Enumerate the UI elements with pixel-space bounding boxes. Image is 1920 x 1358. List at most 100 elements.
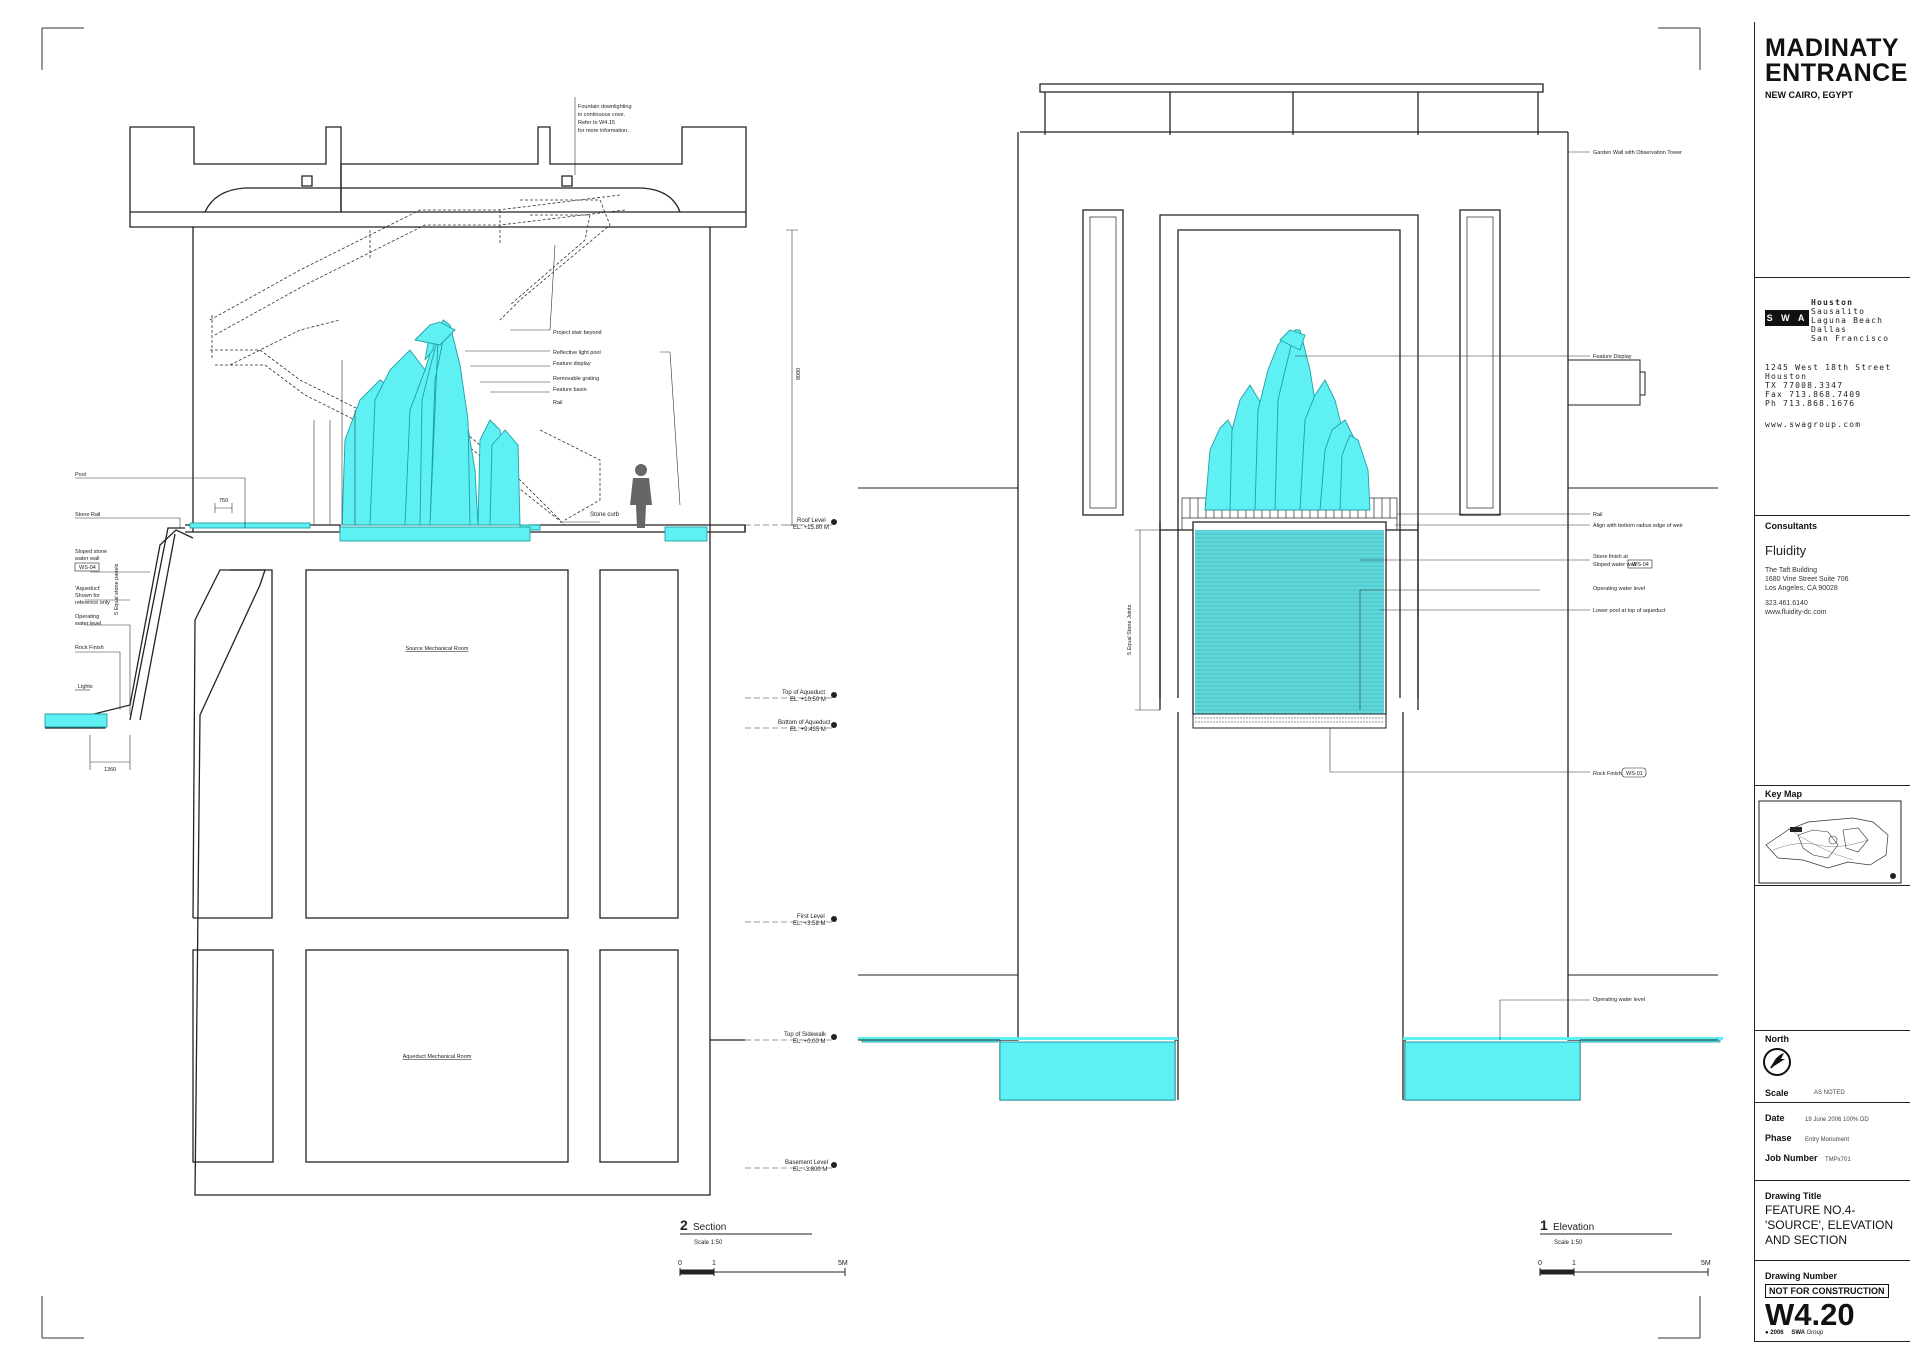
- section-text: Fountain downlighting in continuous cove…: [74, 104, 802, 1060]
- level-basement: Basement Level: [785, 1160, 828, 1166]
- label-aqueduct: 'Aqueduct': [75, 586, 100, 592]
- elev-label-feature: Feature Display: [1593, 354, 1632, 360]
- project-location: NEW CAIRO, EGYPT: [1765, 90, 1854, 100]
- title-block-frame: [1754, 22, 1910, 1342]
- section-stairs: [209, 194, 626, 526]
- svg-text:EL: -3.800 M: EL: -3.800 M: [793, 1167, 827, 1173]
- elev-tag-ws01: WS-01: [1626, 771, 1643, 777]
- svg-text:EL: +15.80 M: EL: +15.80 M: [793, 525, 829, 531]
- svg-text:Sloped water wall: Sloped water wall: [1593, 562, 1636, 568]
- date-value: 19 June 2006 100% DD: [1805, 1117, 1869, 1123]
- project-block: MADINATY ENTRANCE NEW CAIRO, EGYPT: [1754, 22, 1910, 277]
- svg-text:water level: water level: [74, 621, 101, 627]
- key-map-image: [1758, 800, 1902, 884]
- consultant-website[interactable]: www.fluidity-dc.com: [1765, 609, 1827, 616]
- elevation-ground: [858, 359, 1718, 1041]
- drawing-title-text: FEATURE NO.4- 'SOURCE', ELEVATION AND SE…: [1765, 1203, 1894, 1247]
- drawing-number-block: Drawing Number NOT FOR CONSTRUCTION W4.2…: [1754, 1260, 1910, 1342]
- key-map-block: Key Map: [1754, 785, 1910, 885]
- svg-text:Refer to W4.15: Refer to W4.15: [578, 120, 615, 126]
- level-sidewalk: Top of Sidewalk: [784, 1032, 827, 1038]
- revision-block: [1754, 885, 1910, 1030]
- svg-text:1: 1: [712, 1260, 716, 1267]
- drawing-number-heading: Drawing Number: [1765, 1271, 1838, 1281]
- project-title-line2: ENTRANCE: [1765, 59, 1908, 87]
- section-levels: Roof Level EL: +15.80 M Top of Aqueduct …: [778, 518, 831, 1173]
- firm-address: 1245 West 18th Street Houston TX 77008.3…: [1765, 363, 1892, 408]
- label-pool-light: Reflective light pool: [553, 350, 601, 356]
- section-title-text: Section: [693, 1222, 726, 1233]
- drawing-number: W4.20: [1765, 1297, 1855, 1332]
- drawing-title-heading: Drawing Title: [1765, 1191, 1822, 1201]
- label-basin: Feature basin: [553, 387, 587, 393]
- svg-text:in continuous cove.: in continuous cove.: [578, 112, 626, 118]
- label-dim-750: 750: [219, 498, 228, 504]
- label-dim-1360: 1360: [104, 767, 116, 773]
- level-first: First Level: [797, 914, 825, 920]
- project-title-line1: MADINATY: [1765, 34, 1900, 62]
- firm-offices: Houston Sausalito Laguna Beach Dallas Sa…: [1811, 298, 1890, 343]
- elev-label-align: Align with bottom radius edge of weir: [1593, 523, 1683, 529]
- svg-text:Shown for: Shown for: [75, 593, 100, 599]
- firm-website[interactable]: www.swagroup.com: [1765, 420, 1862, 429]
- job-label: Job Number: [1765, 1153, 1818, 1163]
- svg-text:for more information.: for more information.: [578, 128, 629, 134]
- section-leaders: [75, 97, 681, 715]
- label-rock: Rock Finish: [75, 645, 104, 651]
- label-dim-height: 8000: [796, 368, 802, 380]
- consultants-block: Consultants Fluidity The Taft Building 1…: [1754, 515, 1910, 785]
- scale-label: Scale: [1765, 1088, 1789, 1098]
- phase-label: Phase: [1765, 1133, 1792, 1143]
- crop-marks: [41, 27, 1701, 1339]
- label-downlight: Fountain downlighting: [578, 104, 632, 110]
- section-number: 2: [680, 1217, 688, 1233]
- section-level-lines: [745, 524, 835, 1169]
- copyright-icon: ●: [1765, 1330, 1769, 1336]
- not-for-construction-stamp: NOT FOR CONSTRUCTION: [1765, 1284, 1889, 1298]
- label-sloped: Sloped stone: [75, 549, 107, 555]
- drawing-title-block: Drawing Title FEATURE NO.4- 'SOURCE', EL…: [1754, 1180, 1910, 1260]
- north-heading: North: [1765, 1034, 1789, 1044]
- label-operating: Operating: [75, 614, 99, 620]
- room-aqueduct: Aqueduct Mechanical Room: [403, 1054, 472, 1060]
- key-map-heading: Key Map: [1765, 789, 1803, 799]
- elevation-title-text: Elevation: [1553, 1222, 1594, 1233]
- elevation-leaders: [1135, 151, 1590, 1040]
- consultant-address: The Taft Building 1680 Vine Street Suite…: [1765, 567, 1849, 592]
- level-top-aqueduct: Top of Aqueduct: [782, 690, 825, 696]
- elev-label-equal: 5 Equal Stone Joints: [1127, 604, 1133, 655]
- phase-value: Entry Monument: [1805, 1137, 1850, 1143]
- elevation-fountain: [858, 329, 1723, 1101]
- label-stone-curb: Stone curb: [590, 512, 620, 518]
- section-fountain: [44, 319, 708, 728]
- svg-text:EL: +9.435 M: EL: +9.435 M: [790, 727, 826, 733]
- elevation-scalebar: [1539, 1233, 1709, 1276]
- elevation-scale: Scale 1:50: [1554, 1240, 1583, 1246]
- section-scale: Scale 1:50: [694, 1240, 723, 1246]
- svg-text:0: 0: [678, 1260, 682, 1267]
- label-equal-stone: 5 Equal stone panels: [114, 563, 120, 615]
- date-label: Date: [1765, 1113, 1785, 1123]
- svg-text:EL: +3.58 M: EL: +3.58 M: [793, 921, 826, 927]
- section-dims: [89, 229, 798, 770]
- elev-label-rail: Rail: [1593, 512, 1602, 518]
- label-grating: Removable grating: [553, 376, 599, 382]
- label-stair: Project stair beyond: [553, 330, 602, 336]
- section-scalebar: [679, 1233, 846, 1276]
- swa-logo: S W A: [1765, 310, 1809, 326]
- consultants-heading: Consultants: [1765, 521, 1818, 531]
- room-source: Source Mechanical Room: [406, 646, 469, 652]
- elev-label-lower-pool: Lower pool at top of aqueduct: [1593, 608, 1666, 614]
- svg-text:EL: +0.00 M: EL: +0.00 M: [793, 1039, 826, 1045]
- elevation-text: Garden Wall with Observation Tower Featu…: [1127, 150, 1683, 1003]
- label-feature: Feature display: [553, 361, 591, 367]
- level-bottom-aqueduct: Bottom of Aqueduct: [778, 720, 831, 726]
- elevation-title: 1 Elevation Scale 1:50 0 1 5M: [1538, 1217, 1711, 1267]
- elevation-number: 1: [1540, 1217, 1548, 1233]
- scale-value: AS NOTED: [1814, 1090, 1845, 1096]
- job-value: TMPx701: [1825, 1157, 1851, 1163]
- svg-text:5M: 5M: [838, 1260, 848, 1267]
- consultant-name: Fluidity: [1765, 543, 1807, 558]
